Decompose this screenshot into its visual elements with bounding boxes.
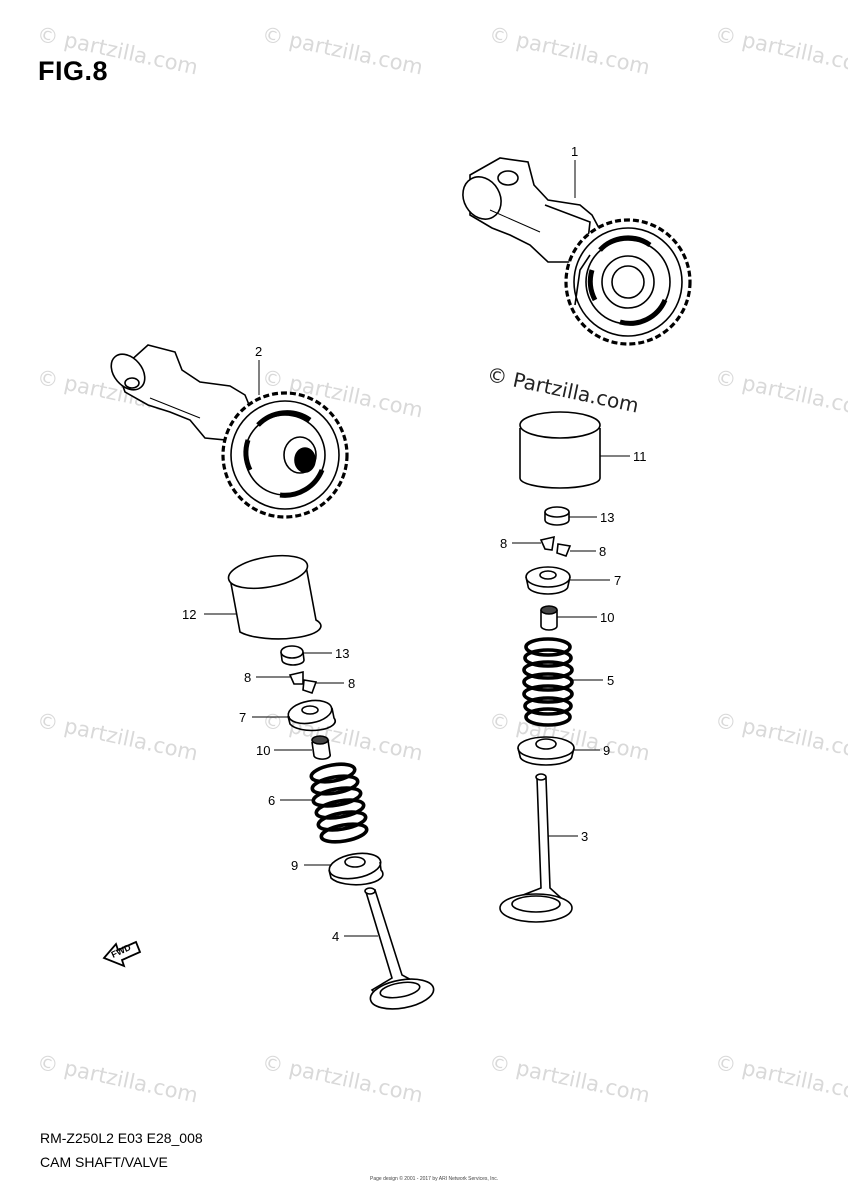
callout-3: 3: [581, 829, 588, 844]
callout-labels: 1 2 3 4 5 6 7 7 8 8 8 8 9 9 10 10 11 12 …: [182, 144, 647, 944]
callout-13-right: 13: [600, 510, 614, 525]
callout-12: 12: [182, 607, 196, 622]
callout-11: 11: [633, 449, 647, 464]
callout-7-left: 7: [239, 710, 246, 725]
section-title: CAM SHAFT/VALVE: [40, 1154, 168, 1170]
figure-title: FIG.8: [38, 56, 109, 86]
camshaft-1: [462, 157, 692, 346]
callout-8-right-b: 8: [599, 544, 606, 559]
valve-stack-right: [499, 506, 575, 923]
fwd-arrow-icon: FWD: [102, 940, 142, 968]
camshaft-2: [110, 344, 349, 519]
callout-10-right: 10: [600, 610, 614, 625]
callout-8-left-a: 8: [244, 670, 251, 685]
callout-10-left: 10: [256, 743, 270, 758]
callout-6: 6: [268, 793, 275, 808]
fine-print: Page design © 2001 - 2017 by ARI Network…: [370, 1176, 499, 1182]
callout-4: 4: [332, 929, 339, 944]
callout-9-right: 9: [603, 743, 610, 758]
tappet-11: [519, 411, 601, 489]
callout-9-left: 9: [291, 858, 298, 873]
callout-2: 2: [255, 344, 262, 359]
leader-lines: [204, 160, 630, 937]
callout-8-right-a: 8: [500, 536, 507, 551]
callout-7-right: 7: [614, 573, 621, 588]
callout-8-left-b: 8: [348, 676, 355, 691]
callout-13-left: 13: [335, 646, 349, 661]
model-code: RM-Z250L2 E03 E28_008: [40, 1130, 203, 1146]
tappet-12: [227, 554, 322, 640]
callout-1: 1: [571, 144, 578, 159]
callout-5: 5: [607, 673, 614, 688]
valve-stack-left: [280, 645, 435, 1010]
